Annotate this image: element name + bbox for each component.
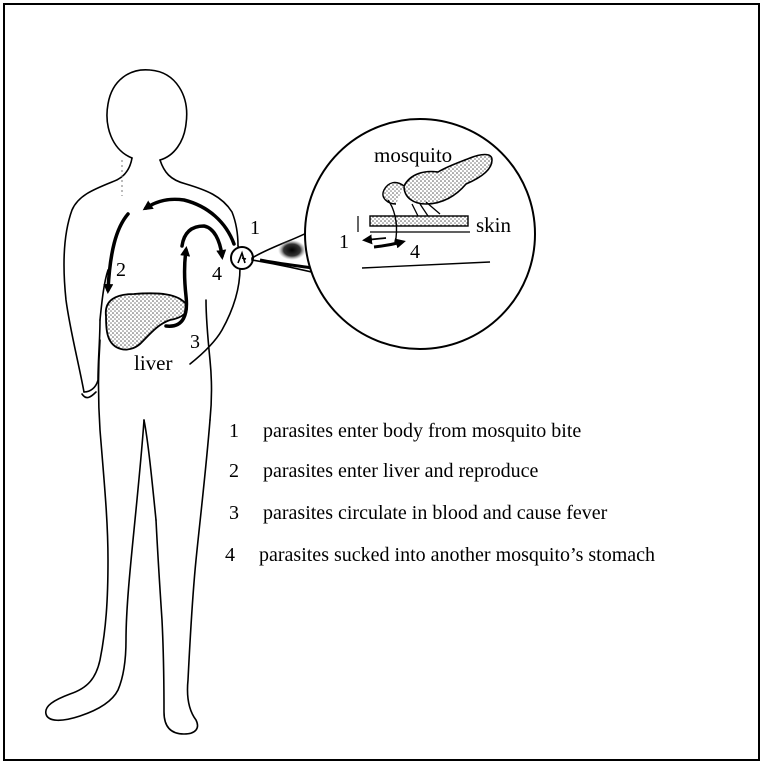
magnified-spot [278, 240, 306, 260]
legend-number: 4 [225, 544, 235, 567]
legend-text: parasites enter liver and reproduce [263, 460, 538, 483]
step-4-label: 4 [212, 263, 222, 285]
legend-number: 1 [229, 420, 239, 443]
human-body-outline [46, 70, 243, 734]
mosquito-label: mosquito [374, 143, 452, 167]
legend-text: parasites circulate in blood and cause f… [263, 502, 607, 525]
legend-text: parasites enter body from mosquito bite [263, 420, 581, 443]
skin-label: skin [476, 213, 512, 237]
step-2-label: 2 [116, 259, 126, 281]
step-3-label: 3 [190, 331, 200, 353]
inset-step-4-label: 4 [410, 241, 420, 263]
liver-shape [106, 293, 187, 349]
inset-step-1-label: 1 [339, 231, 349, 253]
liver-label: liver [134, 351, 172, 375]
legend-text: parasites sucked into another mosquito’s… [259, 544, 655, 567]
legend-number: 2 [229, 460, 239, 483]
step-1-label: 1 [250, 217, 260, 239]
legend-number: 3 [229, 502, 239, 525]
